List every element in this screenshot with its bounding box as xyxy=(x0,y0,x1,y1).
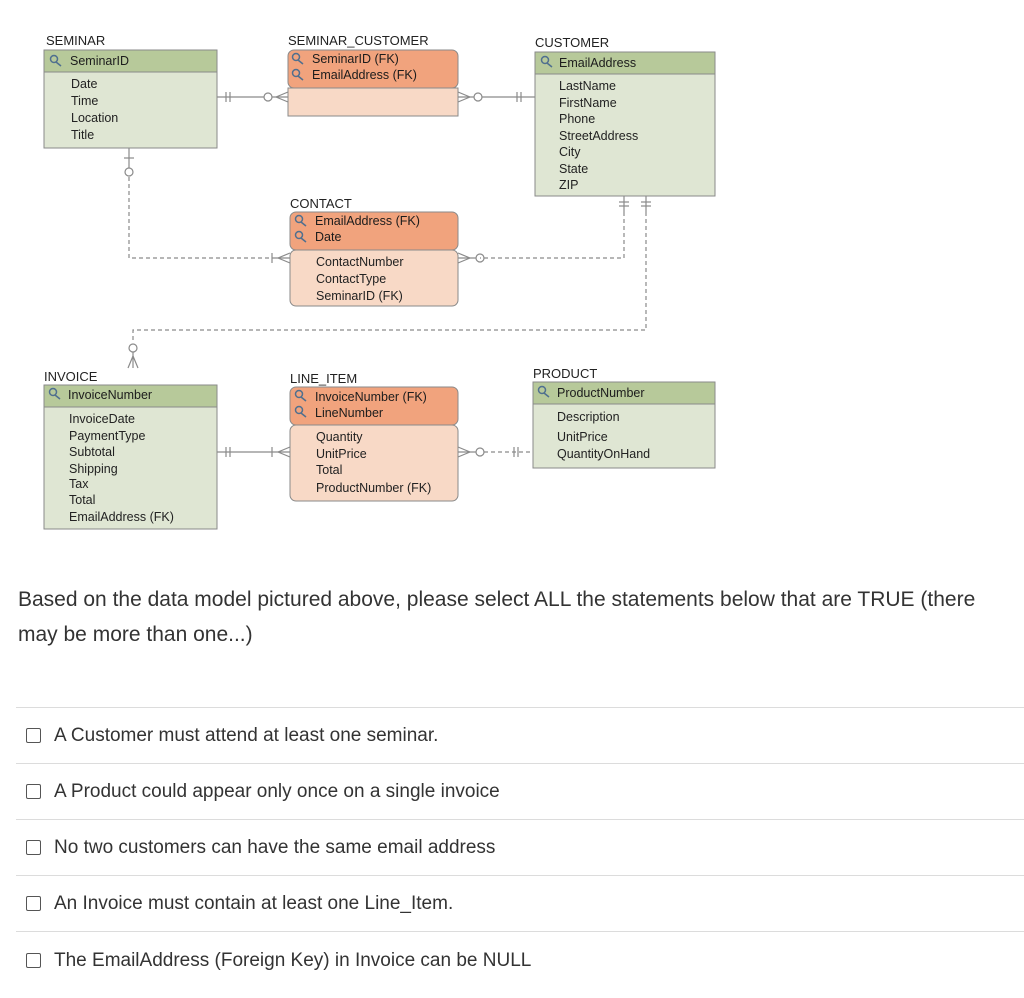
attr-productnumber-fk: ProductNumber (FK) xyxy=(316,481,431,495)
attr-invoicedate: InvoiceDate xyxy=(69,412,135,426)
key-icon xyxy=(294,389,307,402)
option-2[interactable]: A Product could appear only once on a si… xyxy=(16,763,1024,819)
answer-options: A Customer must attend at least one semi… xyxy=(16,707,1024,989)
entity-name: INVOICE xyxy=(44,369,98,384)
key-icon xyxy=(294,230,307,243)
pk-invoicenumber: InvoiceNumber xyxy=(68,388,152,402)
pk-date: Date xyxy=(315,230,341,244)
attr-seminarid-fk: SeminarID (FK) xyxy=(316,289,403,303)
pk-emailaddress-fk: EmailAddress (FK) xyxy=(312,68,417,82)
entity-name: SEMINAR_CUSTOMER xyxy=(288,33,429,48)
key-icon xyxy=(294,405,307,418)
entity-product: PRODUCT ProductNumber Description UnitPr… xyxy=(532,366,716,469)
checkbox[interactable] xyxy=(26,784,41,799)
attr-body xyxy=(43,71,218,149)
option-4[interactable]: An Invoice must contain at least one Lin… xyxy=(16,875,1024,931)
key-icon xyxy=(537,385,550,398)
attr-date: Date xyxy=(71,77,97,91)
attr-unitprice: UnitPrice xyxy=(316,447,367,461)
checkbox[interactable] xyxy=(26,896,41,911)
question-text: Based on the data model pictured above, … xyxy=(18,588,976,646)
attr-contacttype: ContactType xyxy=(316,272,386,286)
pk-invoicenumber-fk: InvoiceNumber (FK) xyxy=(315,390,427,404)
entity-name: SEMINAR xyxy=(46,33,105,48)
attr-phone: Phone xyxy=(559,112,595,126)
option-label: The EmailAddress (Foreign Key) in Invoic… xyxy=(54,949,532,971)
entity-customer: CUSTOMER EmailAddress LastName FirstName… xyxy=(534,35,716,197)
checkbox[interactable] xyxy=(26,840,41,855)
attr-tax: Tax xyxy=(69,477,89,491)
attr-zip: ZIP xyxy=(559,178,578,192)
key-icon xyxy=(49,54,62,67)
attr-description: Description xyxy=(557,410,620,424)
option-1[interactable]: A Customer must attend at least one semi… xyxy=(16,707,1024,763)
attr-contactnumber: ContactNumber xyxy=(316,255,404,269)
pk-productnumber: ProductNumber xyxy=(557,386,645,400)
attr-body xyxy=(532,403,716,469)
option-label: A Product could appear only once on a si… xyxy=(54,780,500,802)
checkbox[interactable] xyxy=(26,953,41,968)
pk-seminarid-fk: SeminarID (FK) xyxy=(312,52,399,66)
attr-title: Title xyxy=(71,128,94,142)
attr-subtotal: Subtotal xyxy=(69,445,115,459)
entity-name: PRODUCT xyxy=(533,366,597,381)
attr-city: City xyxy=(559,145,581,159)
attr-body xyxy=(289,424,459,502)
attr-shipping: Shipping xyxy=(69,462,118,476)
key-icon xyxy=(294,214,307,227)
attr-quantityonhand: QuantityOnHand xyxy=(557,447,650,461)
entity-name: LINE_ITEM xyxy=(290,371,357,386)
attr-total: Total xyxy=(316,463,342,477)
entity-contact: CONTACT EmailAddress (FK) Date ContactNu… xyxy=(289,196,459,307)
attr-state: State xyxy=(559,162,588,176)
attr-location: Location xyxy=(71,111,118,125)
pk-emailaddress: EmailAddress xyxy=(559,56,636,70)
attr-emailaddress-fk: EmailAddress (FK) xyxy=(69,510,174,524)
relationship-lines xyxy=(124,91,651,458)
attr-paymenttype: PaymentType xyxy=(69,429,145,443)
entity-name: CUSTOMER xyxy=(535,35,609,50)
entity-invoice: INVOICE InvoiceNumber InvoiceDate Paymen… xyxy=(43,369,218,530)
entity-seminar: SEMINAR SeminarID Date Time Location Tit… xyxy=(43,33,218,149)
option-5[interactable]: The EmailAddress (Foreign Key) in Invoic… xyxy=(16,931,1024,989)
attr-firstname: FirstName xyxy=(559,96,617,110)
attr-time: Time xyxy=(71,94,98,108)
entity-name: CONTACT xyxy=(290,196,352,211)
attr-unitprice: UnitPrice xyxy=(557,430,608,444)
option-label: A Customer must attend at least one semi… xyxy=(54,724,439,746)
attr-total: Total xyxy=(69,493,95,507)
key-icon xyxy=(48,387,61,400)
pk-linenumber: LineNumber xyxy=(315,406,383,420)
option-3[interactable]: No two customers can have the same email… xyxy=(16,819,1024,875)
attr-body xyxy=(287,87,459,117)
attr-streetaddress: StreetAddress xyxy=(559,129,638,143)
attr-body xyxy=(43,406,218,530)
key-icon xyxy=(291,68,304,81)
pk-emailaddress-fk: EmailAddress (FK) xyxy=(315,214,420,228)
key-icon xyxy=(291,52,304,65)
option-label: An Invoice must contain at least one Lin… xyxy=(54,892,454,914)
key-icon xyxy=(540,55,553,68)
attr-body xyxy=(289,249,459,307)
attr-lastname: LastName xyxy=(559,79,616,93)
er-diagram: SEMINAR SeminarID Date Time Location Tit… xyxy=(43,33,716,530)
attr-body xyxy=(534,73,716,197)
entity-line-item: LINE_ITEM InvoiceNumber (FK) LineNumber … xyxy=(289,371,459,502)
entity-seminar-customer: SEMINAR_CUSTOMER SeminarID (FK) EmailAdd… xyxy=(287,33,459,117)
checkbox[interactable] xyxy=(26,728,41,743)
attr-quantity: Quantity xyxy=(316,430,363,444)
pk-seminarid: SeminarID xyxy=(70,54,129,68)
option-label: No two customers can have the same email… xyxy=(54,836,496,858)
